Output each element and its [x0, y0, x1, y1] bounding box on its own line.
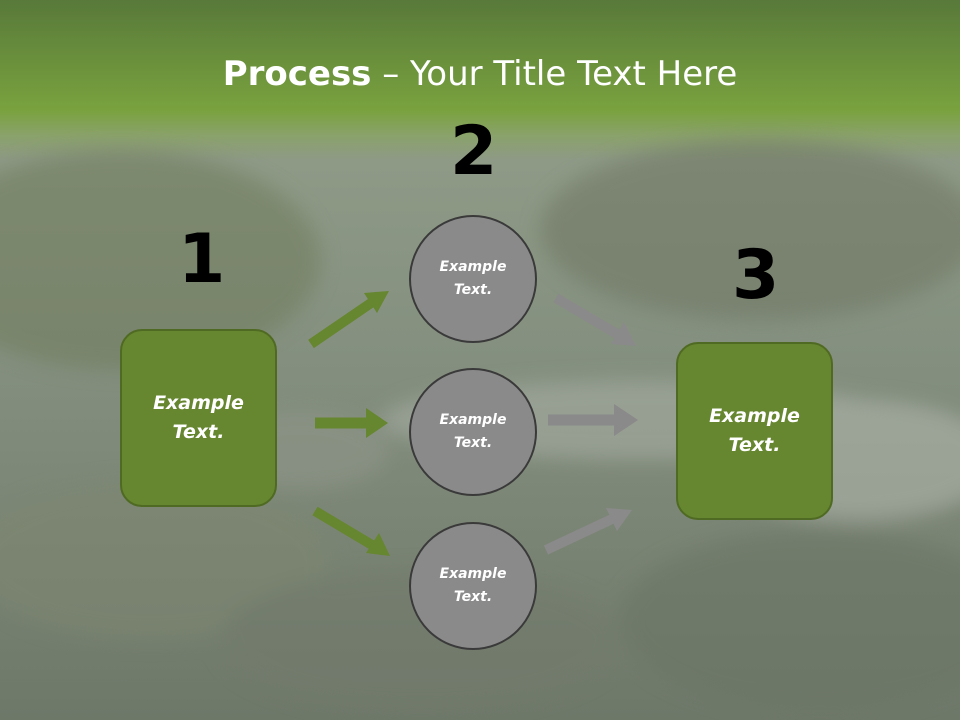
arrow-green-right — [315, 408, 388, 438]
arrow-gray-right — [548, 404, 638, 436]
circle-1: Example Text. — [409, 215, 537, 343]
title-rest: – Your Title Text Here — [371, 54, 738, 94]
circle-1-label: Example Text. — [439, 259, 507, 298]
arrow-green-down — [312, 506, 390, 556]
circle-3: Example Text. — [409, 522, 537, 650]
step-number-3: 3 — [732, 236, 780, 315]
step-1-box: Example Text. — [120, 329, 277, 507]
circle-2-label: Example Text. — [439, 412, 507, 451]
arrow-gray-up — [543, 508, 632, 555]
circle-2: Example Text. — [409, 368, 537, 496]
circle-3-label: Example Text. — [439, 566, 507, 605]
step-3-label: Example Text. — [709, 405, 800, 456]
title-bold: Process — [222, 54, 372, 94]
arrow-green-up — [308, 291, 389, 349]
step-1-label: Example Text. — [153, 392, 244, 443]
step-3-box: Example Text. — [676, 342, 833, 520]
step-number-1: 1 — [178, 220, 226, 299]
slide-title: Process – Your Title Text Here — [0, 52, 960, 96]
step-number-2: 2 — [450, 112, 498, 191]
arrow-gray-down — [553, 293, 636, 346]
